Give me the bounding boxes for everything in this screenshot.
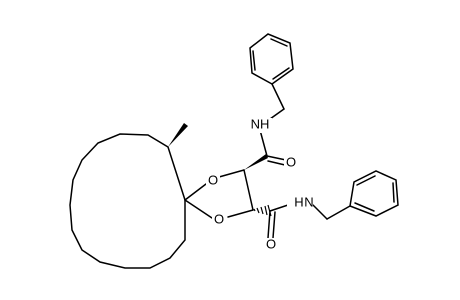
amide-nh-bottom-label: H N bbox=[287, 194, 314, 211]
bond-c-o-upper-1 bbox=[266, 155, 287, 161]
svg-text:O: O bbox=[286, 154, 296, 169]
bond-n-ch2-lower bbox=[312, 204, 328, 220]
bond-c-o-lower-1 bbox=[267, 210, 271, 239]
svg-text:O: O bbox=[214, 211, 224, 226]
methyl-wedge-bond bbox=[168, 123, 188, 147]
lower-benzene-double-1 bbox=[356, 175, 376, 186]
svg-text:N: N bbox=[304, 194, 313, 209]
bond-o3-spiro bbox=[184, 199, 213, 219]
lower-benzene-double-3 bbox=[354, 202, 375, 212]
carbonyl-oxygen-top-label: O bbox=[284, 154, 298, 170]
upper-benzene-double-1 bbox=[252, 50, 256, 71]
amide-nh-top-label: NH bbox=[249, 116, 272, 133]
lower-benzene-double-2 bbox=[392, 182, 395, 203]
bond-o1-c4 bbox=[218, 169, 245, 178]
ring-oxygen-top-label: O bbox=[206, 172, 220, 188]
bond-c-n-upper bbox=[259, 129, 268, 157]
ring-oxygen-bottom-label: O bbox=[212, 211, 226, 227]
svg-text:O: O bbox=[266, 236, 276, 251]
lower-amide-hash-bond bbox=[253, 204, 272, 217]
lower-benzene-ring bbox=[349, 170, 399, 217]
bond-c4-c5 bbox=[243, 169, 254, 211]
bond-c5-o3 bbox=[227, 209, 254, 218]
upper-benzene-double-3 bbox=[272, 67, 290, 80]
bond-c-o-lower-2 bbox=[272, 211, 276, 239]
bond-c-n-lower bbox=[269, 204, 289, 212]
svg-text:O: O bbox=[208, 172, 218, 187]
upper-benzene-ring bbox=[249, 33, 294, 85]
upper-benzene-double-2 bbox=[270, 38, 288, 47]
bond-n-ch2-upper bbox=[269, 108, 285, 120]
svg-text:NH: NH bbox=[251, 116, 270, 131]
macrocycle-ring bbox=[69, 133, 186, 269]
bond-ch2-ph-lower bbox=[326, 205, 351, 220]
svg-text:H: H bbox=[294, 194, 303, 209]
bond-c-o-upper-2 bbox=[267, 160, 286, 166]
bond-spiro-o1 bbox=[184, 183, 207, 201]
bond-ch2-ph-upper bbox=[271, 83, 285, 110]
upper-amide-wedge-bond bbox=[244, 154, 268, 170]
carbonyl-oxygen-bottom-label: O bbox=[264, 236, 278, 252]
